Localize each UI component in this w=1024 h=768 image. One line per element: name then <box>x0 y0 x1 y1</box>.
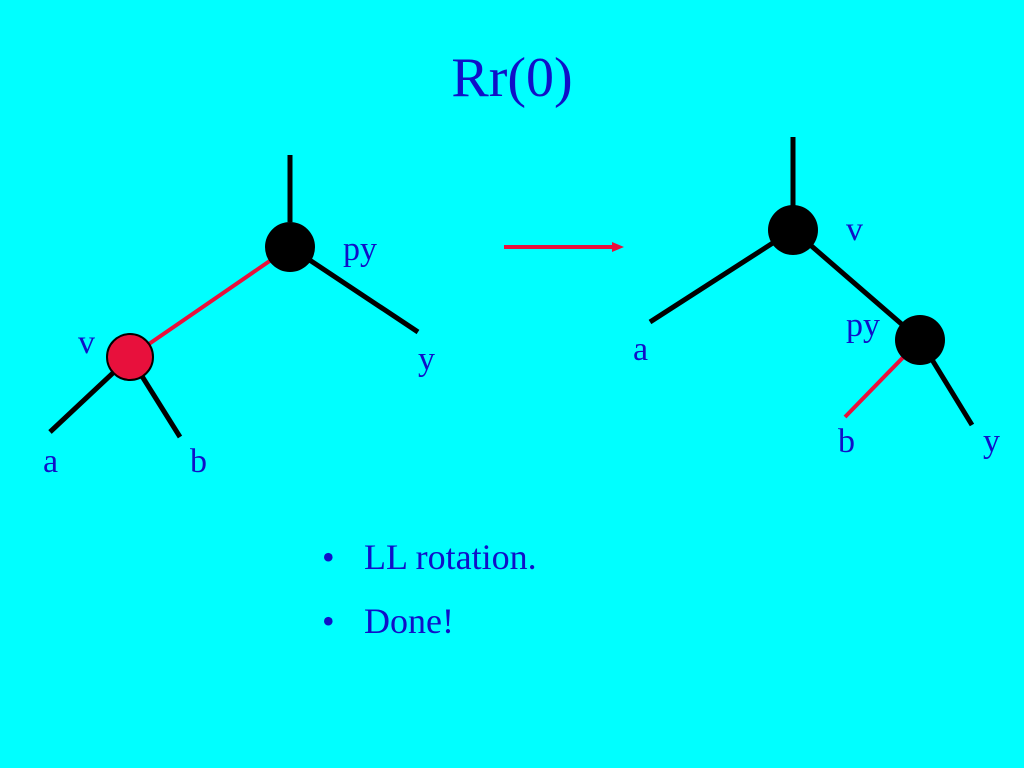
bullet-item: • LL rotation. <box>322 532 537 596</box>
after-py-node <box>895 315 945 365</box>
bullet-text: Done! <box>364 601 454 641</box>
bullet-dot-icon: • <box>322 601 335 641</box>
bullet-dot-icon: • <box>322 537 335 577</box>
after-label-y: y <box>983 423 1000 460</box>
before-py-node <box>265 222 315 272</box>
before-py-y-edge <box>288 244 420 335</box>
after-label-v: v <box>846 211 863 248</box>
bullet-text: LL rotation. <box>364 537 537 577</box>
after-tree: v py a b y <box>633 137 1000 460</box>
bullet-item: • Done! <box>322 596 537 660</box>
before-py-v-edge <box>128 245 292 359</box>
after-v-a-edge <box>648 227 795 325</box>
after-label-py: py <box>846 307 880 344</box>
before-label-b: b <box>190 443 207 480</box>
after-label-b: b <box>838 423 855 460</box>
transform-arrow <box>504 242 624 252</box>
bullet-list: • LL rotation. • Done! <box>322 532 537 660</box>
before-label-a: a <box>43 443 58 480</box>
before-label-y: y <box>418 341 435 378</box>
slide-title: Rr(0) <box>451 47 573 109</box>
before-tree: py v y a b <box>43 155 435 480</box>
before-label-py: py <box>343 231 377 268</box>
before-label-v: v <box>78 324 95 361</box>
after-v-node <box>768 205 818 255</box>
before-v-node <box>106 333 154 381</box>
after-label-a: a <box>633 331 648 368</box>
after-v-py-edge <box>791 228 922 342</box>
